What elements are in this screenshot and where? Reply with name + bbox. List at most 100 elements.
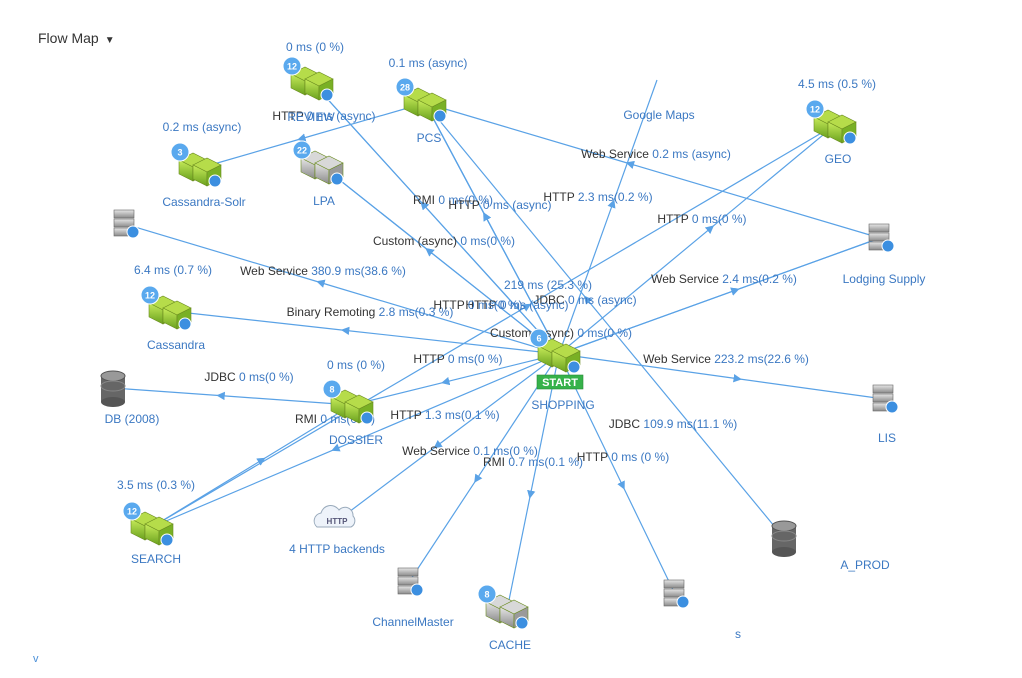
edge-type-label: HTTP [413,352,447,366]
flow-map-dropdown[interactable]: Flow Map▼ [38,30,115,46]
node-db2008[interactable]: DB (2008) [100,370,160,426]
flow-edge[interactable] [424,102,785,539]
node-label[interactable]: DOSSIER [329,433,383,447]
edge-label[interactable]: Web Service 2.4 ms(0.2 %) [651,272,797,286]
flow-edge[interactable] [151,124,836,528]
node-stat: 0 ms (0 %) [327,358,385,372]
flow-edge[interactable] [408,353,560,583]
edge-label[interactable]: Binary Remoting 2.8 ms(0.3 %) [287,305,454,319]
node-label[interactable]: PCS [417,131,442,145]
flow-edge[interactable] [558,124,836,355]
node-label[interactable]: LIS [878,431,896,445]
node-label[interactable]: 4 HTTP backends [289,542,385,556]
edge-label[interactable]: Web Service 380.9 ms(38.6 %) [240,264,406,278]
node-label[interactable]: Lodging Supply [843,272,926,286]
flow-edge[interactable] [558,237,881,355]
flow-edge[interactable] [311,81,560,355]
node-label[interactable]: Cassandra [147,338,205,352]
node-label[interactable]: A_PROD [840,558,890,572]
edge-value-label: 0 ms(0 %) [577,326,632,340]
edge-label[interactable]: JDBC 0 ms (async) [533,293,636,307]
edge-label[interactable]: HTTP 1.3 ms(0.1 %) [390,408,499,422]
node-label[interactable]: SEARCH [131,552,181,566]
edge-label[interactable]: Custom (async) 0 ms(0 %) [490,326,632,340]
node-label[interactable]: DB (2008) [105,412,160,426]
edge-value-label: 2.8 ms(0.3 %) [379,305,454,319]
flow-edge[interactable] [199,102,426,169]
edge-label[interactable]: HTTP 0 ms(0 %) [657,212,746,226]
node-channelmaster[interactable]: ChannelMaster [372,567,454,629]
edge-label[interactable]: HTTP 2.3 ms(0.2 %) [543,190,652,204]
count-badge [477,584,497,604]
flow-edge[interactable] [151,353,560,528]
edge-label[interactable]: Web Service 0.2 ms (async) [581,147,731,161]
edge-label[interactable]: Web Service 223.2 ms(22.6 %) [643,352,809,366]
edge-type-label: Web Service [651,272,722,286]
node-label[interactable]: CACHE [489,638,531,652]
edge-label[interactable]: Web Service 0.1 ms(0 %) [402,444,538,458]
edge-label[interactable]: HTTP 0 ms(0 %) [433,298,522,312]
edge-label[interactable]: RMI 0 ms(0 %) [413,193,493,207]
edge-label[interactable]: Custom (async) 0 ms(0 %) [373,234,515,248]
flow-edge[interactable] [351,353,560,406]
edge-label[interactable]: HTTP 0 ms (async) [465,298,568,312]
node-blurred-bottom[interactable]: s [663,579,741,641]
flow-edge[interactable] [558,353,885,400]
flow-edge[interactable] [336,353,560,522]
flow-edge[interactable] [124,223,560,355]
edge-type-label: RMI [483,455,508,469]
node-label[interactable]: Google Maps [623,108,694,122]
flow-edge[interactable] [506,353,560,611]
edge-label[interactable]: HTTP 0 ms(0 %) [413,352,502,366]
count-badge [529,328,549,348]
edge-type-label: Web Service [581,147,652,161]
flow-edge[interactable] [112,387,353,406]
flow-edge[interactable] [321,165,560,355]
node-lodging[interactable]: Lodging Supply [843,223,926,286]
node-label[interactable]: SHOPPING [531,398,594,412]
edge-label[interactable]: RMI 0.7 ms(0.1 %) [483,455,583,469]
edge-value-label: 219 ms (25.3 %) [504,278,592,292]
count-badge-text: 8 [329,385,334,395]
edge-type-label: RMI [413,193,438,207]
edge-label[interactable]: 219 ms (25.3 %) [504,278,592,292]
node-label[interactable]: ChannelMaster [372,615,453,629]
node-label[interactable]: REVIEW [287,110,335,124]
edge-label[interactable]: HTTP 0 ms (async) [272,109,375,123]
node-label[interactable]: s [735,627,741,641]
count-badge-text: 12 [287,62,297,72]
node-google-maps[interactable]: Google Maps [623,108,694,122]
edge-value-label: 0 ms(0 %) [438,193,493,207]
flow-edge[interactable] [169,310,560,355]
flow-edge[interactable] [151,404,353,528]
node-label[interactable]: LPA [313,194,335,208]
edge-label[interactable]: JDBC 0 ms(0 %) [204,370,293,384]
node-prod-db[interactable]: A_PROD [771,520,890,572]
edge-label[interactable]: HTTP 0 ms (0 %) [577,450,669,464]
flow-edge[interactable] [558,79,658,355]
flow-edge[interactable] [424,102,881,239]
node-blurred-server[interactable] [113,209,140,239]
edge-type-label: Web Service [643,352,714,366]
edge-label[interactable]: JDBC 109.9 ms(11.1 %) [609,417,738,431]
flow-edge[interactable] [558,353,676,595]
node-lis[interactable]: LIS [872,384,899,445]
node-label[interactable]: GEO [825,152,852,166]
edge-label[interactable]: HTTP 0 ms (async) [448,198,551,212]
flow-edge[interactable] [424,102,560,355]
node-label[interactable]: Cassandra-Solr [162,195,245,209]
edge-type-label: RMI [295,412,320,426]
